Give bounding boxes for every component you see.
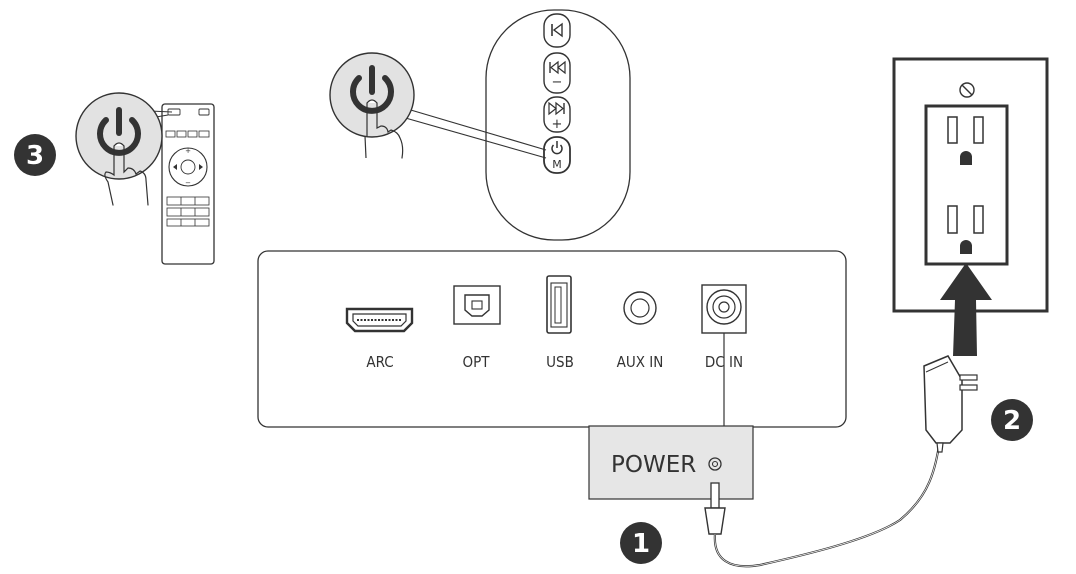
step-1-number: 1 xyxy=(632,529,650,559)
soundbar-button-panel: − + M xyxy=(485,9,631,241)
rewind-icon xyxy=(549,60,566,75)
soundbar-power-magnifier xyxy=(329,52,415,159)
power-adapter-icon xyxy=(923,355,978,453)
power-label: POWER xyxy=(611,452,696,478)
opt-label: OPT xyxy=(463,353,491,371)
step-2-badge: 2 xyxy=(991,399,1033,441)
arrow-up-icon xyxy=(940,263,992,356)
usb-label: USB xyxy=(546,353,574,371)
optical-port: OPT xyxy=(453,285,501,371)
power-icon xyxy=(551,141,563,155)
step-3-badge: 3 xyxy=(14,134,56,176)
fast-forward-icon xyxy=(548,101,565,116)
mode-label: M xyxy=(552,158,562,171)
volume-up-label: + xyxy=(552,117,563,132)
step-3-number: 3 xyxy=(26,141,44,171)
aux-in-label: AUX IN xyxy=(617,353,664,371)
remote-control-icon: + − xyxy=(161,103,215,265)
outlet-icon xyxy=(892,57,1049,313)
aux-in-port: AUX IN xyxy=(617,291,664,371)
svg-text:−: − xyxy=(185,179,191,187)
step-2-number: 2 xyxy=(1003,406,1021,436)
hdmi-arc-port: ARC xyxy=(345,307,414,371)
arc-label: ARC xyxy=(366,353,393,371)
svg-text:+: + xyxy=(185,147,191,155)
power-icon xyxy=(97,107,141,156)
hand-icon xyxy=(104,145,149,206)
volume-down-label: − xyxy=(552,75,563,90)
soundbar-back-panel: ARC OPT USB AUX IN DC IN xyxy=(257,250,847,428)
prev-icon xyxy=(551,22,563,38)
step-1-badge: 1 xyxy=(620,522,662,564)
power-icon xyxy=(350,65,394,114)
usb-port: USB xyxy=(546,275,574,371)
power-callout-box: POWER xyxy=(588,425,754,500)
dc-plug-cable xyxy=(704,439,942,568)
remote-power-magnifier xyxy=(75,92,163,206)
hand-icon xyxy=(366,102,404,159)
